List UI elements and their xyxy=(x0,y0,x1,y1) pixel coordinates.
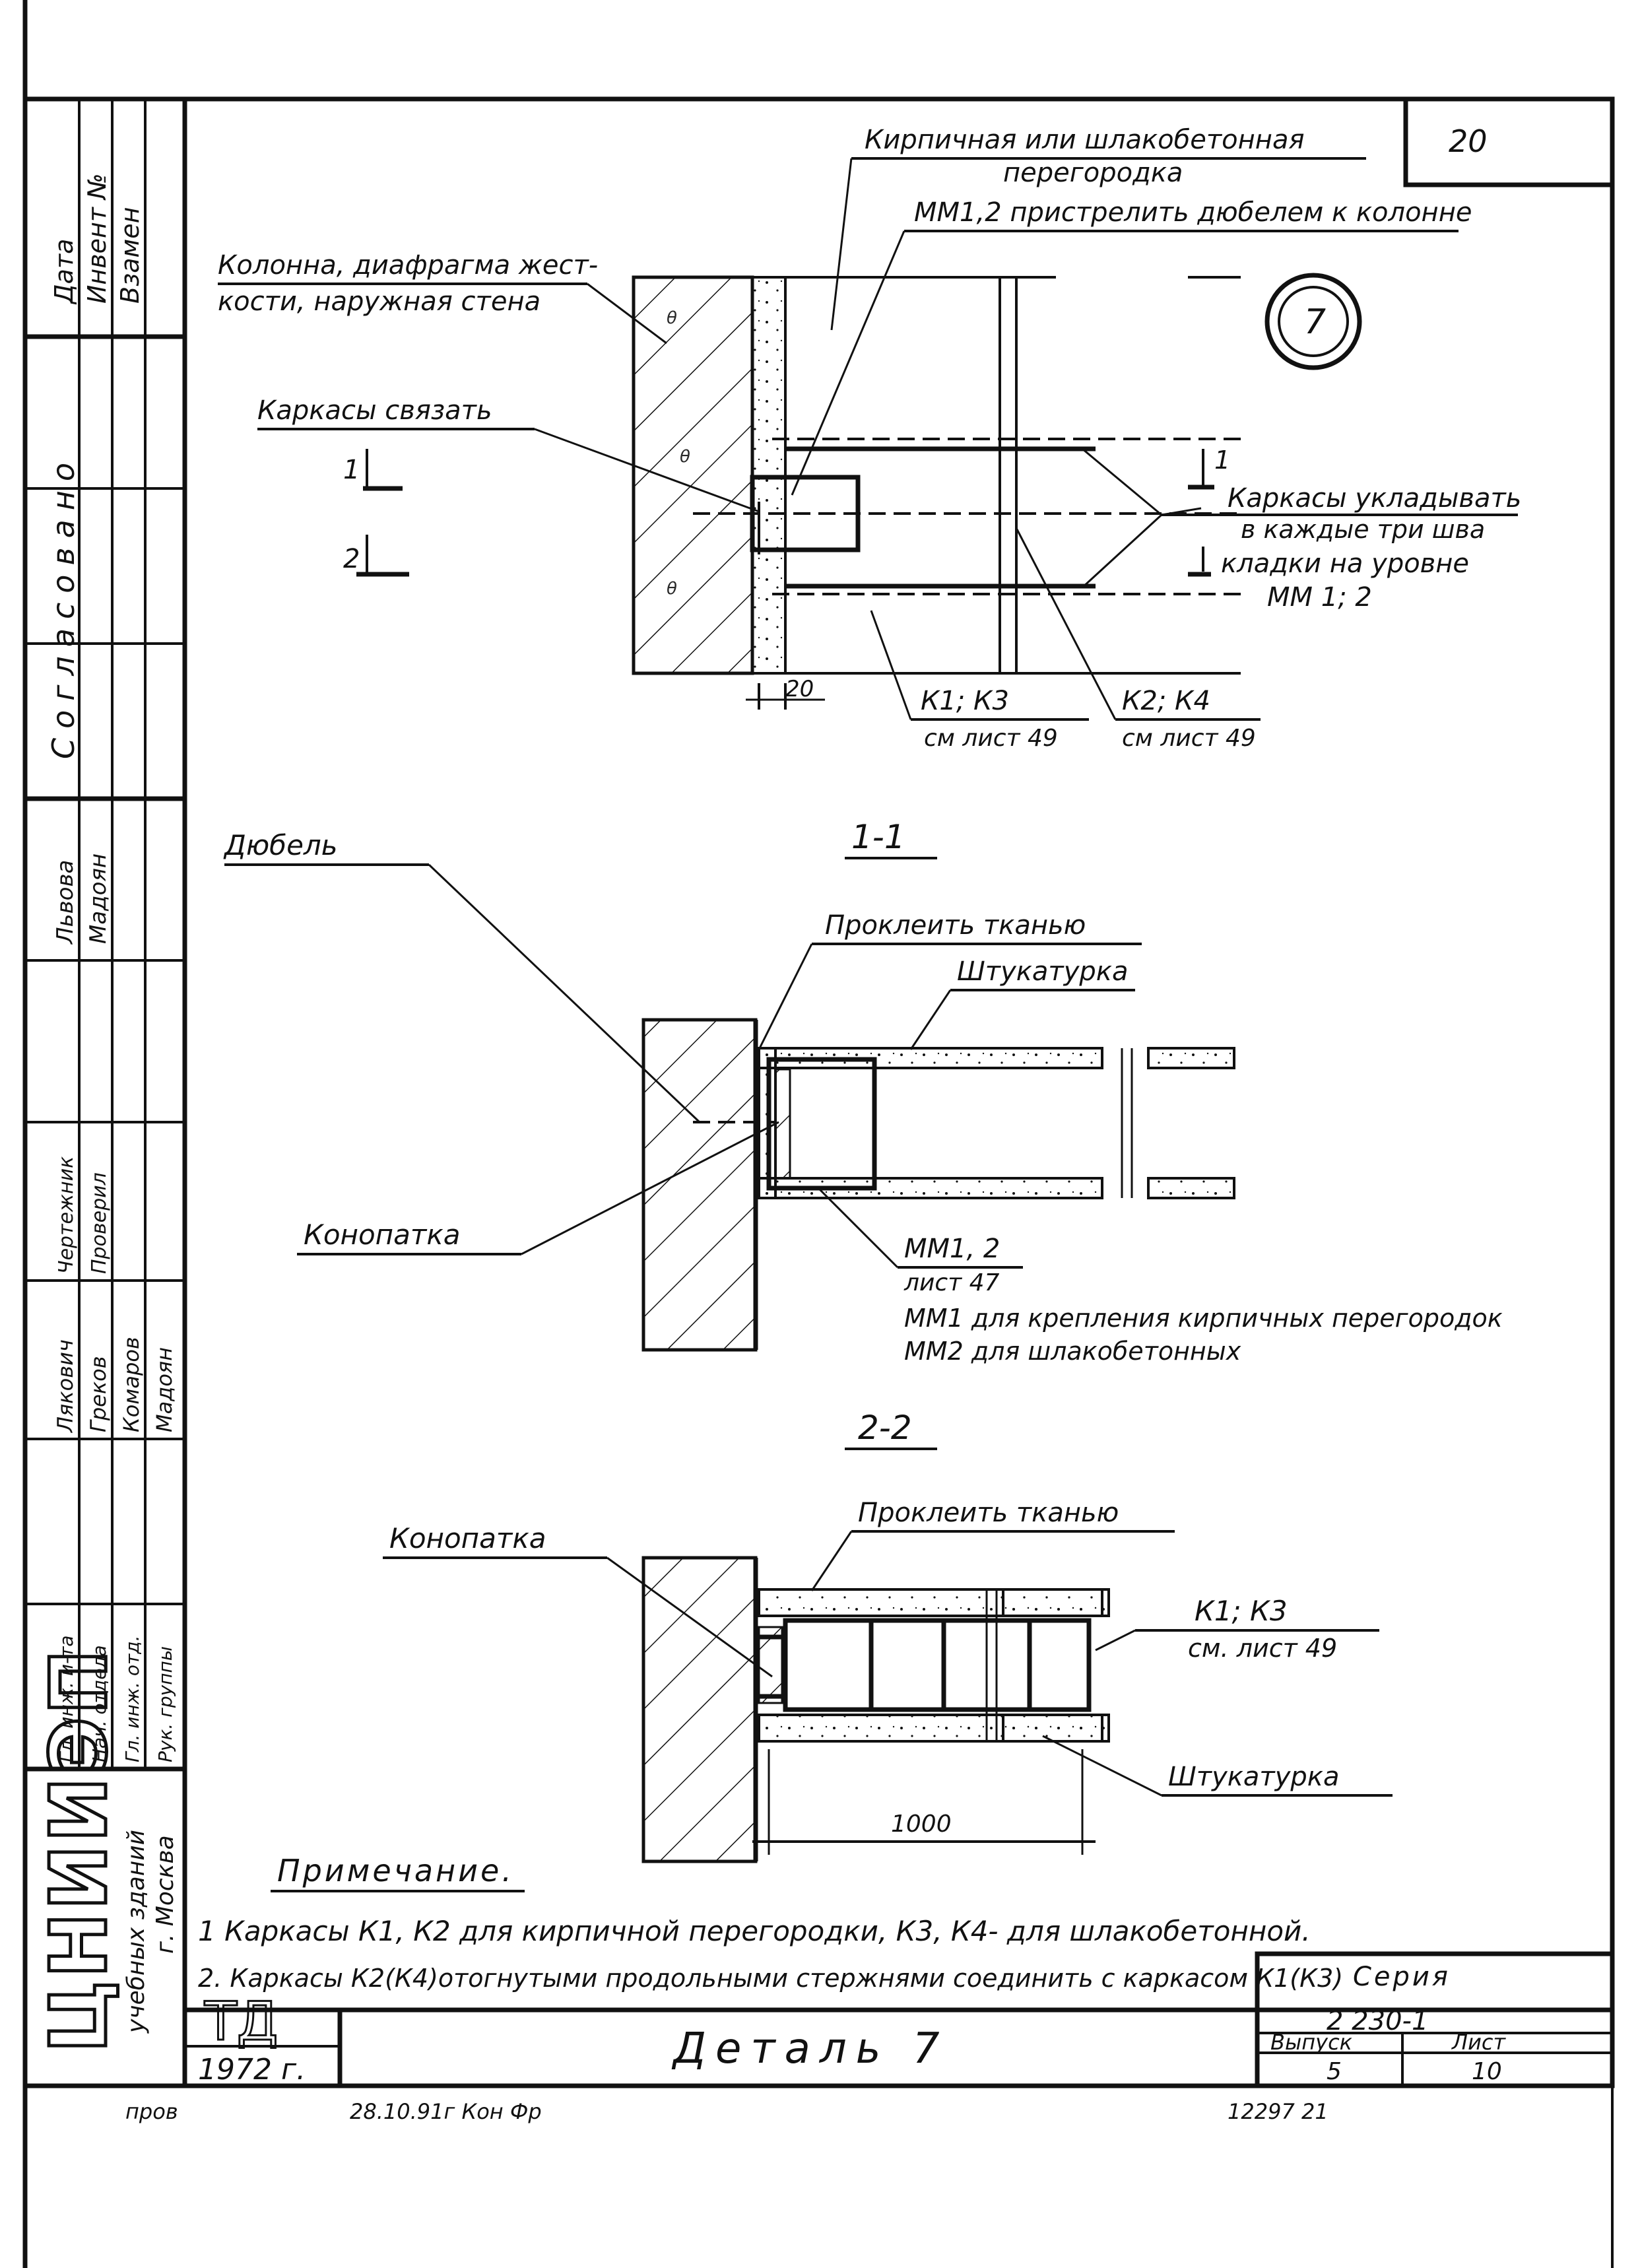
doc-year: 1972 г. xyxy=(198,2053,306,2086)
label-plaster: Штукатурка xyxy=(1168,1762,1339,1792)
sheet-number-box: 20 xyxy=(1403,96,1615,187)
section-marker-1: 1 xyxy=(343,449,403,491)
svg-text:1: 1 xyxy=(1214,446,1230,475)
side-stamp: Дата Инвент № Взамен Согласовано Львова … xyxy=(25,99,187,2086)
section-title: 2-2 xyxy=(858,1409,912,1447)
doc-code: ТД xyxy=(204,1991,278,2052)
stamp-role: Рук. группы xyxy=(154,1646,176,1762)
note-item: 2. Каркасы К2(К4)отогнутыми продольными … xyxy=(198,1964,1343,1993)
cage-k1k3 xyxy=(783,1618,1092,1712)
stamp-date-label: Дата xyxy=(49,239,79,305)
stamp-name: Лякович xyxy=(53,1339,78,1433)
detail-callout-circle xyxy=(1264,273,1362,370)
stamp-name: Комаров xyxy=(119,1337,144,1432)
plan-view: θ θ θ 20 7 Кирпичная или шлакобетонная п… xyxy=(218,125,1521,752)
label-partition: Кирпичная или шлакобетонная xyxy=(865,125,1305,155)
label-dowel: Дюбель xyxy=(223,829,338,861)
note-mm1: ММ1 для крепления кирпичных перегородок xyxy=(904,1304,1503,1333)
label-lay: в каждые три шва xyxy=(1241,515,1485,544)
plate-mm xyxy=(750,475,861,552)
stamp-name: Греков xyxy=(86,1356,111,1432)
ref-k1k3: см лист 49 xyxy=(924,725,1058,752)
notes-heading: Примечание. xyxy=(277,1853,514,1888)
label-caulk: Конопатка xyxy=(389,1522,546,1554)
stamp-name: Львова xyxy=(52,860,79,945)
svg-text:2: 2 xyxy=(343,544,360,574)
section-title: 1-1 xyxy=(851,818,905,856)
column-wall xyxy=(641,1556,758,1863)
detail-callout-number: 7 xyxy=(1304,302,1326,342)
sheet-value: 10 xyxy=(1472,2058,1502,2085)
label-lay: ММ 1; 2 xyxy=(1267,582,1372,613)
issue-value: 5 xyxy=(1327,2058,1342,2085)
stamp-role: Гл. инж. и-та xyxy=(55,1635,77,1762)
footer-right: 12297 21 xyxy=(1228,2099,1328,2124)
section-marker-2-right xyxy=(1188,547,1211,577)
issue-label: Выпуск xyxy=(1270,2030,1353,2055)
ref-k1k3: К1; К3 xyxy=(921,686,1009,716)
label-fabric: Проклеить тканью xyxy=(825,910,1086,941)
dim-1000: 1000 xyxy=(891,1811,952,1838)
sheet-number: 20 xyxy=(1449,123,1488,159)
series-value: 2 230-1 xyxy=(1327,2006,1428,2036)
column-wall xyxy=(632,275,754,675)
label-tie: Каркасы связать xyxy=(257,395,492,426)
title-block: ТД 1972 г. Деталь 7 Серия 2 230-1 Выпуск… xyxy=(185,1951,1615,2086)
label-lay: Каркасы укладывать xyxy=(1228,483,1521,514)
footer-left: пров xyxy=(125,2099,178,2124)
doc-title: Деталь 7 xyxy=(671,2024,949,2073)
stamp-role: Гл. инж. отд. xyxy=(121,1635,143,1762)
label-column: кости, наружная стена xyxy=(218,286,541,317)
plate-mm xyxy=(766,1057,877,1191)
stamp-name: Мадоян xyxy=(152,1347,177,1432)
label-column: Колонна, диафрагма жест- xyxy=(218,250,598,281)
ref-k1k3: К1; К3 xyxy=(1195,1595,1288,1627)
stamp-role: Проверил xyxy=(88,1172,111,1274)
footer: пров 28.10.91г Кон Фр 12297 21 xyxy=(125,2099,1328,2124)
sheet-frame xyxy=(22,0,1615,2268)
svg-text:θ: θ xyxy=(667,579,677,599)
org-text: учебных зданий xyxy=(123,1830,150,2034)
section-2-2: 2-2 Конопатка Проклеить тканью К1; К3 см… xyxy=(383,1409,1393,1863)
svg-text:θ: θ xyxy=(667,308,677,328)
ref-mm: лист 47 xyxy=(903,1269,1000,1296)
label-fabric: Проклеить тканью xyxy=(858,1498,1119,1528)
ref-k1k3: см. лист 49 xyxy=(1188,1634,1337,1663)
svg-text:θ: θ xyxy=(680,447,690,467)
dim-20: 20 xyxy=(785,676,814,702)
org-text: г. Москва xyxy=(152,1835,179,1954)
note-mm2: ММ2 для шлакобетонных xyxy=(904,1337,1241,1366)
notes: Примечание. 1 Каркасы К1, К2 для кирпичн… xyxy=(198,1853,1343,1993)
note-item: 1 Каркасы К1, К2 для кирпичной перегород… xyxy=(198,1915,1311,1947)
footer-sign: 28.10.91г Кон Фр xyxy=(350,2099,542,2124)
column-wall xyxy=(641,1018,758,1352)
series-label: Серия xyxy=(1353,1962,1451,1992)
stamp-replace-label: Взамен xyxy=(115,207,145,304)
section-marker-2: 2 xyxy=(343,535,409,577)
label-partition: перегородка xyxy=(1003,158,1183,188)
sheet-label: Лист xyxy=(1451,2030,1506,2055)
org-logo: ЦНИИЭП xyxy=(33,1647,124,2053)
svg-text:1: 1 xyxy=(343,455,360,485)
section-marker-1-right: 1 xyxy=(1188,446,1230,490)
label-plaster: Штукатурка xyxy=(957,956,1128,987)
ref-k2k4: см лист 49 xyxy=(1122,725,1256,752)
stamp-name: Мадоян xyxy=(85,853,112,944)
label-lay: кладки на уровне xyxy=(1221,549,1469,579)
stamp-role: Нач. отдела xyxy=(88,1645,110,1762)
stamp-role: Чертежник xyxy=(55,1156,78,1274)
ref-mm: ММ1, 2 xyxy=(904,1234,1000,1264)
ref-k2k4: К2; К4 xyxy=(1122,686,1210,716)
label-mm-fasten: ММ1,2 пристрелить дюбелем к колонне xyxy=(914,197,1472,228)
section-1-1: 1-1 Проклеить тканью Штукатурка Дюбель К… xyxy=(223,818,1503,1366)
label-caulk: Конопатка xyxy=(304,1218,460,1251)
stamp-agreed-label: Согласовано xyxy=(46,453,81,759)
stamp-inventory-label: Инвент № xyxy=(82,173,112,304)
